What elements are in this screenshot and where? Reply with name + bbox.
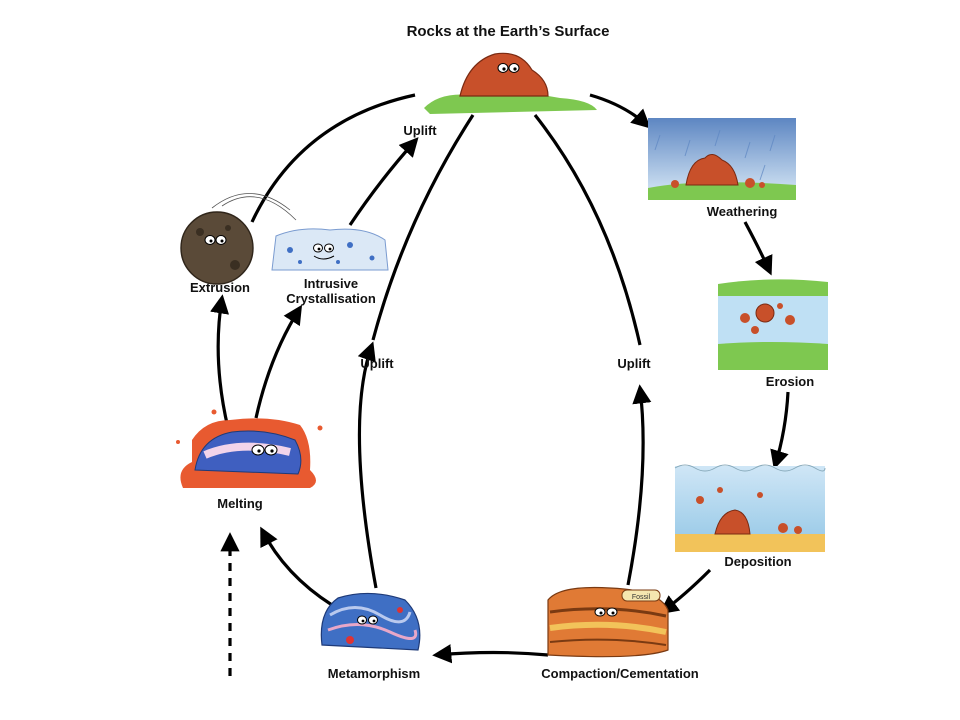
- arrow-compaction-to-metamorphism: [432, 644, 549, 664]
- arrow-compaction-uplift: [626, 384, 652, 586]
- arrow-erosion-to-deposition: [770, 391, 790, 470]
- arrow-deposition-to-compaction: [658, 568, 712, 615]
- melting-illustration: [176, 409, 323, 488]
- label-weathering: Weathering: [707, 204, 778, 219]
- label-intrusive-line2: Crystallisation: [286, 291, 376, 306]
- arrow-weathering-to-erosion: [743, 221, 773, 276]
- label-uplift-right: Uplift: [617, 356, 651, 371]
- arrow-intrusive-uplift: [348, 137, 419, 226]
- surface-rock-illustration: [424, 52, 597, 114]
- weathering-illustration: [648, 118, 796, 200]
- label-uplift-left: Uplift: [360, 356, 394, 371]
- label-compaction: Compaction/Cementation: [541, 666, 699, 681]
- label-erosion: Erosion: [766, 374, 814, 389]
- label-extrusion: Extrusion: [190, 280, 250, 295]
- arrow-metamorphism-uplift: [357, 341, 378, 589]
- erosion-illustration: [718, 279, 828, 370]
- cycle-arrows: [210, 93, 790, 676]
- arrow-metamorphism-to-melting: [260, 526, 333, 607]
- arrow-extrusion-to-surface: [250, 93, 416, 223]
- diagram-title: Rocks at the Earth’s Surface: [407, 23, 610, 40]
- label-uplift-top: Uplift: [403, 123, 437, 138]
- arrow-melting-to-extrusion: [210, 294, 230, 429]
- extrusion-illustration: [180, 193, 297, 285]
- label-intrusive-line1: Intrusive: [304, 276, 358, 291]
- intrusive-illustration: [271, 228, 389, 271]
- deposition-illustration: [674, 464, 826, 552]
- arrow-surface-to-weathering: [589, 93, 651, 129]
- label-melting: Melting: [217, 496, 263, 511]
- compaction-illustration: Fossil: [547, 586, 669, 658]
- arc-left-inner: [371, 114, 475, 341]
- arc-right-inner: [533, 114, 642, 346]
- label-deposition: Deposition: [724, 554, 791, 569]
- fossil-tag-text: Fossil: [632, 594, 651, 601]
- label-metamorphism: Metamorphism: [328, 666, 420, 681]
- arrow-melting-to-intrusive: [254, 304, 303, 419]
- metamorphism-illustration: [320, 592, 421, 651]
